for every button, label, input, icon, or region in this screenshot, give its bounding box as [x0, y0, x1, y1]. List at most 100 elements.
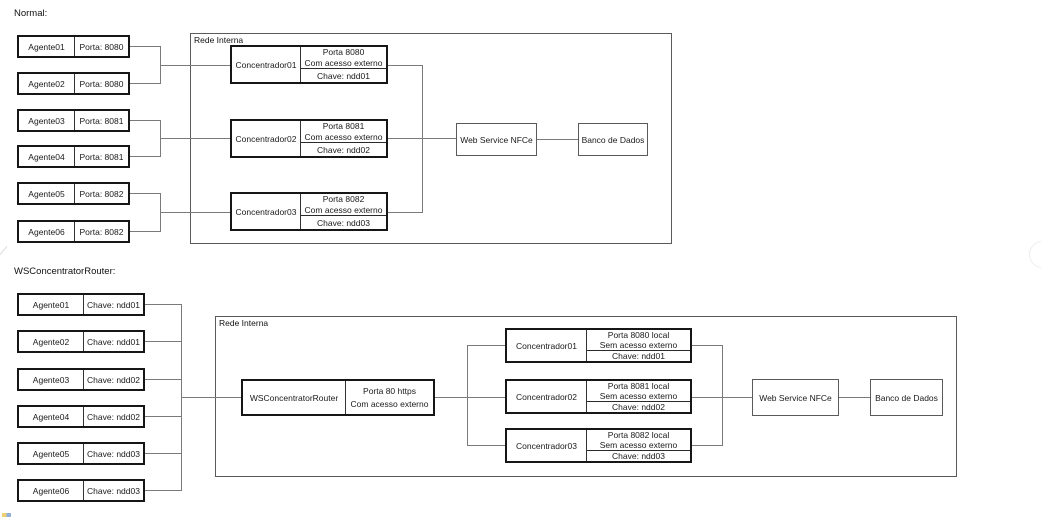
- connector-line: [160, 212, 230, 213]
- agent-port: Porta: 8081: [79, 115, 124, 126]
- connector-line: [467, 345, 505, 346]
- connector-line: [160, 65, 230, 66]
- connector-line: [130, 120, 160, 121]
- agent-name: Agente05: [19, 184, 75, 203]
- agent-box: Agente01 Porta: 8080: [17, 35, 130, 58]
- normal-rede-interna-label: Rede Interna: [194, 35, 244, 45]
- concentrator-key: Chave: ndd02: [587, 401, 690, 412]
- connector-line: [692, 345, 722, 346]
- agent-key: Chave: ndd01: [87, 336, 140, 347]
- concentrator-access: Com acesso externo: [304, 204, 383, 215]
- concentrator-key: Chave: ndd03: [587, 450, 690, 461]
- concentrator-name: Concentrador03: [232, 194, 301, 229]
- agent-key: Chave: ndd03: [87, 485, 140, 496]
- agent-box: Agente03 Chave: ndd02: [17, 368, 145, 391]
- agent-name: Agente06: [19, 481, 84, 500]
- connector-line: [145, 379, 181, 380]
- connector-line: [467, 397, 505, 398]
- agent-port: Porta: 8081: [79, 151, 124, 162]
- router-rede-interna-label: Rede Interna: [219, 318, 269, 328]
- connector-line: [722, 345, 723, 446]
- agent-name: Agente04: [19, 407, 84, 426]
- connector-line: [160, 138, 230, 139]
- concentrator-box: Concentrador02 Porta 8081 local Sem aces…: [505, 379, 692, 414]
- concentrator-box: Concentrador02 Porta 8081 Com acesso ext…: [230, 119, 388, 158]
- router-name: WSConcentratorRouter: [243, 381, 346, 414]
- connector-line: [130, 83, 160, 84]
- connector-line: [388, 65, 422, 66]
- agent-key: Chave: ndd02: [87, 411, 140, 422]
- connector-line: [145, 341, 181, 342]
- connector-line: [839, 397, 870, 398]
- agent-name: Agente04: [19, 147, 75, 166]
- connector-line: [537, 139, 578, 140]
- agent-port: Porta: 8080: [79, 78, 124, 89]
- concentrator-name: Concentrador02: [507, 381, 587, 412]
- concentrator-key: Chave: ndd02: [301, 142, 386, 156]
- connector-line: [422, 65, 423, 213]
- agent-name: Agente03: [19, 370, 84, 389]
- ws-concentrator-router-box: WSConcentratorRouter Porta 80 https Com …: [241, 379, 435, 416]
- agent-name: Agente05: [19, 444, 84, 463]
- concentrator-port: Porta 8081 local: [607, 381, 670, 391]
- agent-name: Agente02: [19, 332, 84, 351]
- agent-name: Agente02: [19, 74, 75, 93]
- agent-box: Agente04 Porta: 8081: [17, 145, 130, 168]
- concentrator-key: Chave: ndd01: [587, 350, 690, 361]
- agent-box: Agente05 Porta: 8082: [17, 182, 130, 205]
- connector-line: [467, 445, 505, 446]
- concentrator-access: Com acesso externo: [304, 57, 383, 68]
- concentrator-box: Concentrador01 Porta 8080 Com acesso ext…: [230, 45, 388, 84]
- router-section-label: WSConcentratorRouter:: [14, 266, 116, 277]
- agent-port: Porta: 8082: [79, 188, 124, 199]
- concentrator-box: Concentrador03 Porta 8082 local Sem aces…: [505, 428, 692, 463]
- agent-box: Agente02 Porta: 8080: [17, 72, 130, 95]
- connector-line: [130, 46, 160, 47]
- concentrator-box: Concentrador01 Porta 8080 local Sem aces…: [505, 328, 692, 363]
- edge-mark-artifact: [0, 245, 8, 256]
- connector-line: [145, 304, 181, 305]
- agent-box: Agente03 Porta: 8081: [17, 109, 130, 132]
- concentrator-access: Com acesso externo: [304, 131, 383, 142]
- concentrator-access: Sem acesso externo: [599, 440, 678, 450]
- agent-port: Porta: 8082: [79, 226, 124, 237]
- connector-line: [145, 490, 181, 491]
- concentrator-name: Concentrador01: [507, 330, 587, 361]
- concentrator-port: Porta 8080 local: [607, 330, 670, 340]
- concentrator-access: Sem acesso externo: [599, 391, 678, 401]
- agent-key: Chave: ndd02: [87, 374, 140, 385]
- router-rede-interna-frame: [215, 316, 957, 477]
- agent-key: Chave: ndd03: [87, 448, 140, 459]
- database-box: Banco de Dados: [578, 123, 648, 156]
- agent-port: Porta: 8080: [79, 41, 124, 52]
- edge-circle-artifact: [1029, 241, 1041, 268]
- concentrator-port: Porta 8082 local: [607, 430, 670, 440]
- agent-name: Agente03: [19, 111, 75, 130]
- router-access: Com acesso externo: [350, 398, 429, 409]
- connector-line: [181, 397, 241, 398]
- agent-name: Agente01: [19, 295, 84, 314]
- connector-line: [435, 397, 467, 398]
- connector-line: [130, 231, 160, 232]
- connector-line: [388, 212, 422, 213]
- web-service-box: Web Service NFCe: [456, 123, 537, 156]
- concentrator-name: Concentrador01: [232, 47, 301, 82]
- concentrator-name: Concentrador03: [507, 430, 587, 461]
- concentrator-port: Porta 8081: [322, 121, 365, 131]
- connector-line: [145, 453, 181, 454]
- connector-line: [130, 193, 160, 194]
- concentrator-port: Porta 8080: [322, 47, 365, 57]
- agent-box: Agente04 Chave: ndd02: [17, 405, 145, 428]
- database-box: Banco de Dados: [870, 379, 943, 416]
- agent-box: Agente06 Porta: 8082: [17, 220, 130, 243]
- connector-line: [692, 445, 722, 446]
- agent-box: Agente05 Chave: ndd03: [17, 442, 145, 465]
- agent-key: Chave: ndd01: [87, 299, 140, 310]
- connector-line: [130, 156, 160, 157]
- concentrator-access: Sem acesso externo: [599, 340, 678, 350]
- web-service-box: Web Service NFCe: [752, 379, 839, 416]
- concentrator-box: Concentrador03 Porta 8082 Com acesso ext…: [230, 192, 388, 231]
- concentrator-name: Concentrador02: [232, 121, 301, 156]
- agent-box: Agente01 Chave: ndd01: [17, 293, 145, 316]
